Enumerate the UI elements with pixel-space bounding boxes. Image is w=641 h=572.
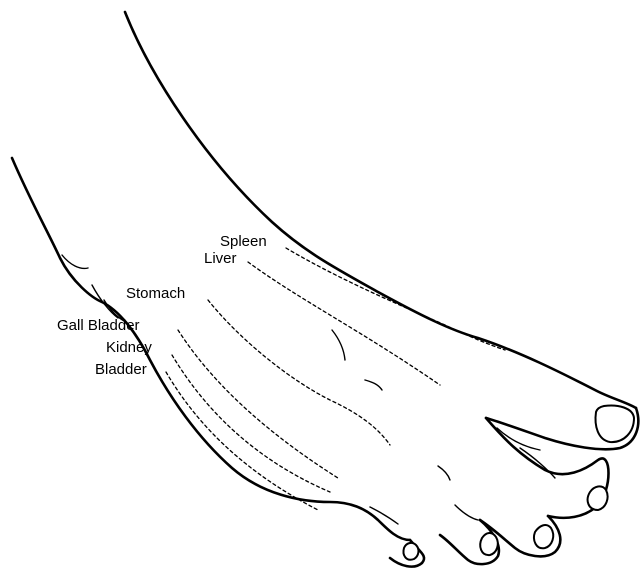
label-spleen: Spleen — [220, 233, 267, 250]
label-bladder: Bladder — [95, 361, 147, 378]
toenail-5 — [403, 543, 418, 560]
spleen-meridian — [286, 248, 505, 350]
gall-bladder-meridian — [178, 330, 338, 478]
toes — [370, 406, 634, 567]
toenail-2 — [588, 486, 608, 510]
kidney-meridian — [172, 355, 330, 492]
toenail-4 — [480, 533, 498, 555]
label-liver: Liver — [204, 250, 237, 267]
label-stomach: Stomach — [126, 285, 185, 302]
foot-outline — [12, 12, 638, 540]
stomach-meridian — [208, 300, 390, 445]
meridian-labels: Spleen Liver Stomach Gall Bladder Kidney… — [57, 233, 267, 378]
label-kidney: Kidney — [106, 339, 152, 356]
label-gall-bladder: Gall Bladder — [57, 317, 140, 334]
meridian-lines — [166, 248, 505, 510]
toenail-3 — [534, 525, 553, 548]
bladder-meridian — [166, 372, 318, 510]
toenail-1 — [596, 406, 634, 443]
